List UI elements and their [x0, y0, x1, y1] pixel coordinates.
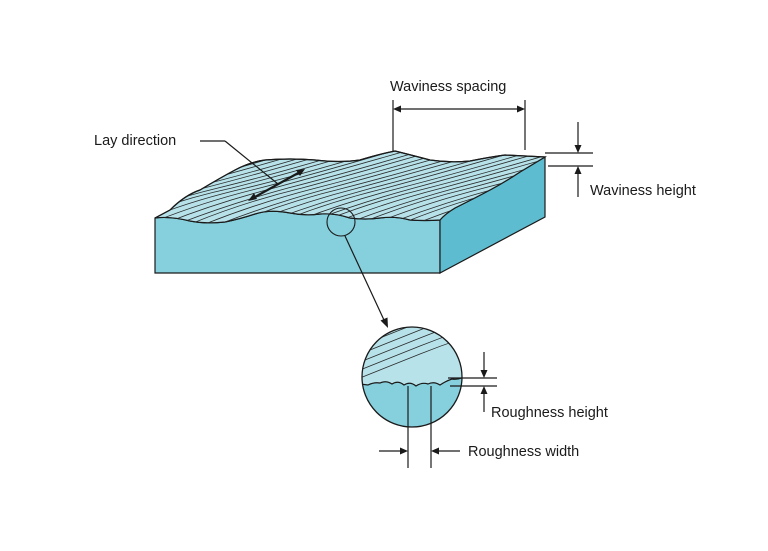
lay-line: [355, 280, 470, 324]
roughness-height-dimension: [448, 352, 497, 412]
magnified-detail: [355, 280, 470, 428]
lay-line: [353, 151, 545, 223]
magnifier-leader-arrow: [344, 235, 388, 328]
waviness-height-label: Waviness height: [590, 183, 696, 199]
lay-line: [362, 327, 462, 365]
lay-line: [325, 151, 545, 223]
lay-direction-label: Lay direction: [94, 133, 176, 149]
roughness-width-dimension: [379, 386, 460, 468]
waviness-height-dimension: [545, 122, 593, 197]
lay-line: [157, 151, 459, 223]
lay-line: [339, 151, 545, 223]
roughness-width-label: Roughness width: [468, 444, 579, 460]
roughness-height-label: Roughness height: [491, 405, 608, 421]
magnifier-source-circle: [326, 207, 356, 237]
lay-direction-arrow: [200, 140, 305, 201]
surface-block: [154, 150, 548, 274]
lay-line: [155, 151, 445, 223]
waviness-spacing-label: Waviness spacing: [390, 79, 506, 95]
waviness-spacing-dimension: [392, 100, 526, 152]
lay-line: [362, 327, 462, 357]
